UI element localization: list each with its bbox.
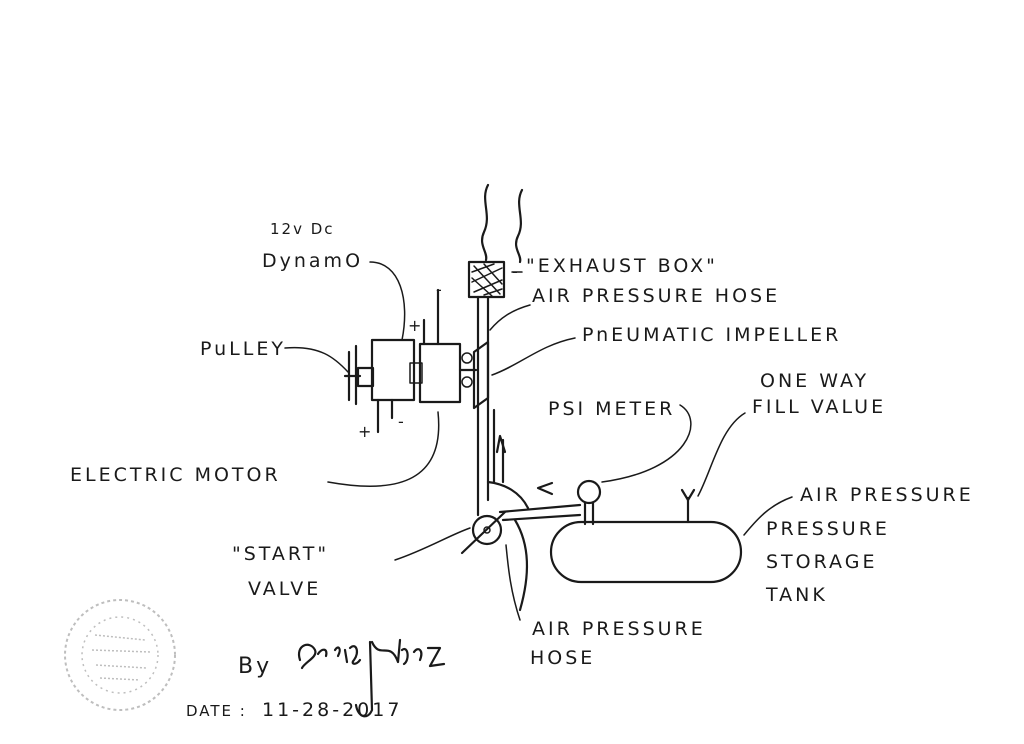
signature-drawing: [297, 638, 446, 718]
exhaust-fume-line-right: [514, 188, 524, 264]
motor-minus-mark: -: [398, 412, 404, 431]
flow-arrow-left: [536, 481, 554, 496]
leader-fill-valve: [697, 412, 746, 497]
hose-label: HOSE: [530, 647, 596, 669]
motor-plus-mark: +: [358, 422, 372, 441]
hose-minus-mark: -: [512, 262, 518, 281]
dynamo-minus-mark: -: [436, 280, 442, 299]
fill-valve-tip: [680, 488, 696, 502]
one-way-label: ONE WAY: [760, 370, 870, 392]
start-valve-handle: [460, 510, 507, 555]
leader-air-hose-bottom: [505, 544, 521, 621]
leader-tank: [743, 496, 793, 536]
tank-label: TANK: [766, 584, 828, 606]
valve-to-tank-hose-bottom: [501, 513, 582, 522]
psi-meter-label: PSI METER: [548, 398, 676, 420]
storage-tank: [549, 520, 743, 584]
dynamo-body: [370, 338, 416, 402]
fill-value-label: FILL VALUE: [752, 396, 887, 418]
exhaust-box-hatch: [471, 263, 503, 297]
storage-label: STORAGE: [766, 551, 878, 573]
start-valve-center: [483, 526, 491, 534]
leader-psi-meter: [601, 404, 692, 483]
pneumatic-impeller: [472, 340, 490, 410]
valve-label: VALVE: [248, 578, 322, 600]
start-valve: [471, 514, 503, 546]
start-label: "START": [232, 543, 330, 565]
air-pressure-hose-top-label: AIR PRESSURE HOSE: [532, 285, 781, 307]
air-pressure-hose-lower: [513, 518, 528, 612]
coupling: [409, 362, 423, 384]
psi-meter-dial: [576, 479, 602, 505]
leader-dynamo: [369, 261, 406, 341]
valve-to-tank-hose-top: [498, 503, 582, 514]
leader-pulley: [284, 346, 349, 373]
exhaust-box-label: "EXHAUST BOX": [526, 255, 718, 277]
hose-curve-to-valve: [486, 480, 530, 510]
notary-stamp: [64, 599, 176, 711]
flow-arrow-up: [495, 434, 507, 454]
impeller-bearing-top: [461, 352, 473, 364]
date-label: DATE :: [186, 702, 247, 720]
electric-motor-label: ELECTRIC MOTOR: [70, 464, 281, 486]
signature-date: 11-28-2017: [262, 699, 403, 721]
air-pressure-bottom-label: AIR PRESSURE: [532, 618, 706, 640]
pulley-label: PuLLEY: [200, 338, 286, 360]
signature-by: By: [238, 654, 273, 679]
leader-impeller: [491, 337, 576, 376]
leader-air-hose-top: [489, 304, 531, 331]
pneumatic-impeller-label: PnEUMATIC IMPELLER: [582, 324, 842, 346]
pressure-label: PRESSURE: [766, 518, 890, 540]
dynamo-plus-mark: +: [408, 316, 422, 335]
impeller-bearing-bottom: [461, 376, 473, 388]
air-pressure-right-label: AIR PRESSURE: [800, 484, 974, 506]
electric-motor-body: [418, 342, 462, 404]
dynamo-label: DynamO: [262, 250, 364, 272]
leader-start-valve: [394, 527, 471, 561]
exhaust-fume-line-left: [480, 183, 490, 262]
dynamo-voltage-label: 12v Dc: [270, 220, 335, 238]
exhaust-box: [467, 260, 506, 299]
leader-electric-motor: [327, 411, 440, 488]
